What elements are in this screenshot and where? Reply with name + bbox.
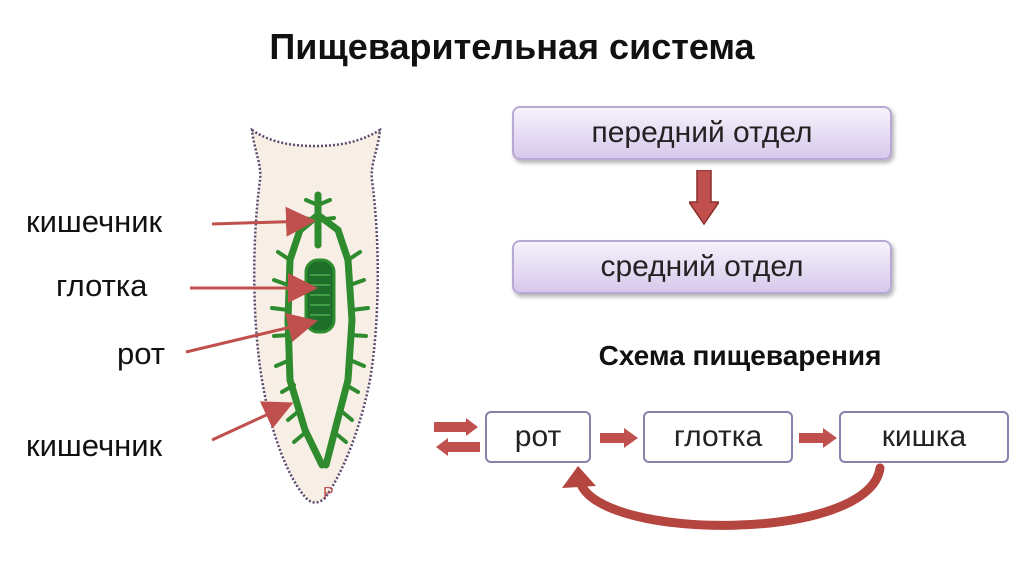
label-intestine-bottom: кишечник — [26, 428, 163, 463]
label-intestine-top: кишечник — [26, 204, 163, 239]
step-mouth: рот — [485, 411, 591, 463]
page-title: Пищеварительная система — [269, 26, 755, 67]
step-intestine: кишка — [839, 411, 1009, 463]
label-mouth: рот — [117, 336, 165, 371]
return-curve-arrow — [562, 463, 885, 530]
arrow-intestine-top — [211, 206, 316, 237]
arrow-intestine-bottom — [211, 401, 294, 442]
right-arrow-icon — [600, 428, 638, 448]
down-arrow-icon — [689, 170, 719, 226]
label-pharynx: глотка — [56, 268, 148, 303]
middle-department-box: средний отдел — [512, 240, 892, 294]
mouth-mark: P — [323, 485, 334, 502]
right-arrow-icon — [799, 428, 837, 448]
arrow-mouth — [185, 312, 318, 354]
schema-title: Схема пищеварения — [598, 340, 882, 371]
step-pharynx: глотка — [643, 411, 793, 463]
front-department-box: передний отдел — [512, 106, 892, 160]
exchange-arrows-icon — [434, 418, 480, 456]
